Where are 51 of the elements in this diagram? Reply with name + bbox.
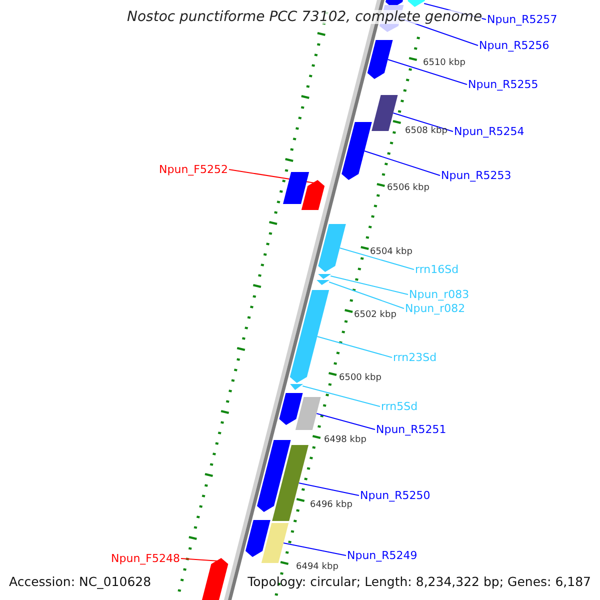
gene-label: Npun_r082 [405,303,466,314]
gene-feature [318,274,332,279]
leader-line [339,248,414,270]
gene-feature [408,0,428,7]
gene-label: Npun_R5256 [479,40,550,51]
gene-label: Npun_F5248 [111,553,180,564]
leader-line [316,336,392,358]
genome-info-text: Topology: circular; Length: 8,234,322 bp; Genes: 6,187 [248,576,591,588]
scale-label: 6504 kbp [370,248,412,257]
gene-feature [295,397,321,430]
leader-line [180,558,219,562]
gene-label: Npun_R5253 [441,170,512,181]
scale-label: 6500 kbp [339,374,382,383]
leader-line [298,482,360,496]
gene-label: rrn5Sd [381,401,418,412]
gene-feature [372,95,398,131]
gene-label: Npun_R5257 [487,14,558,25]
scale-label: 6510 kbp [423,59,466,68]
gene-label: Npun_R5251 [376,424,446,435]
scale-label: 6502 kbp [354,311,396,320]
gene-feature [301,180,325,210]
leader-line [364,150,440,176]
leader-line [316,413,376,430]
leader-line [283,542,346,556]
gene-feature [342,122,372,180]
leader-line [328,282,404,309]
gene-feature [367,40,393,79]
gene-label: Npun_r083 [409,289,470,300]
scale-label: 6508 kbp [405,127,448,136]
gene-feature [261,523,289,563]
gene-feature [290,290,330,383]
scale-label: 6506 kbp [387,184,430,193]
gene-label: rrn23Sd [393,352,437,363]
leader-line [392,112,454,132]
scale-label: 6496 kbp [310,501,352,510]
gene-label: Npun_R5249 [347,550,418,561]
gene-label: Npun_R5250 [360,490,430,501]
gene-feature [318,224,346,272]
gene-feature [316,280,330,285]
gene-label: Npun_R5255 [468,79,538,90]
gene-feature [272,445,308,521]
title: Nostoc punctiforme PCC 73102, complete genome [127,10,482,24]
scale-label: 6498 kbp [324,436,366,445]
gene-label: Npun_F5252 [159,164,228,175]
accession-text: Accession: NC_010628 [9,576,152,588]
gene-label: rrn16Sd [415,264,459,275]
leader-line [387,59,468,85]
leader-line [330,276,408,295]
leader-line [302,386,380,407]
gene-label: Npun_R5254 [454,126,524,137]
scale-label: 6494 kbp [296,563,338,572]
